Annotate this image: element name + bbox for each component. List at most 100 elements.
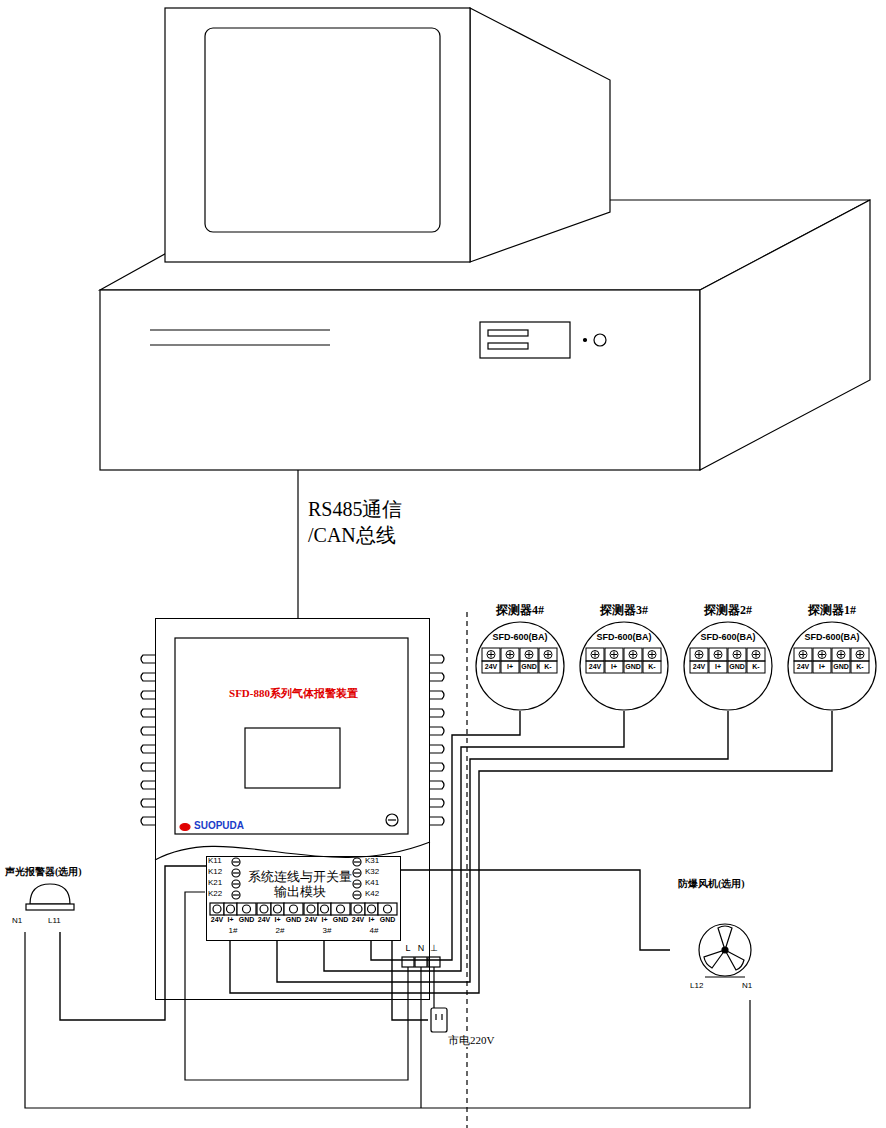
screw xyxy=(243,905,251,913)
screw xyxy=(354,905,362,913)
label-cell xyxy=(747,661,765,673)
terminal-label: N1 xyxy=(742,982,752,991)
terminal-cell xyxy=(539,648,557,661)
label-cell xyxy=(482,661,500,673)
label-cell xyxy=(690,661,708,673)
terminal-label: I+ xyxy=(271,916,284,924)
terminal-label: K- xyxy=(539,663,557,671)
terminal-label: 24V xyxy=(304,916,318,924)
terminal-label: 24V xyxy=(586,663,604,671)
terminal-cell xyxy=(690,648,708,661)
node-subtitle: SFD-600(BA) xyxy=(797,632,867,642)
terminal-label: 24V xyxy=(210,916,224,924)
node-subtitle: SFD-600(BA) xyxy=(485,632,555,642)
fin xyxy=(141,817,155,825)
terminal-cell xyxy=(482,648,500,661)
terminal-label: 24V xyxy=(690,663,708,671)
terminal-label: L12 xyxy=(690,982,703,991)
node-title: 防爆风机(选用) xyxy=(678,878,788,890)
fin xyxy=(141,691,155,699)
terminal-cell xyxy=(586,648,604,661)
terminal-label: 24V xyxy=(257,916,271,924)
monitor-side xyxy=(470,8,610,262)
terminal-label: GND xyxy=(728,663,746,671)
wire-connector xyxy=(324,711,624,971)
terminal-cell xyxy=(318,903,331,915)
screw-cross xyxy=(819,652,825,658)
terminal-cell xyxy=(351,903,365,915)
terminal-cell xyxy=(605,648,623,661)
mains-plug xyxy=(431,1008,447,1032)
screw xyxy=(353,858,361,866)
screw-slot xyxy=(354,872,360,873)
terminal-label: I+ xyxy=(709,663,727,671)
fin xyxy=(141,745,155,753)
terminal-label: K21 xyxy=(208,879,222,888)
screw xyxy=(321,905,329,913)
terminal-cell xyxy=(331,903,350,915)
node-subtitle: SFD-600(BA) xyxy=(693,632,763,642)
computer-side xyxy=(700,200,870,470)
screw-cross xyxy=(753,652,759,658)
bus-cable xyxy=(297,470,298,618)
alarm-base xyxy=(26,904,74,910)
screw xyxy=(648,651,656,659)
fin xyxy=(430,655,444,663)
wire-connector xyxy=(401,870,670,950)
wire-connector xyxy=(392,941,428,1020)
terminal-label: K41 xyxy=(365,879,379,888)
gas-detector: 探测器2#SFD-600(BA) xyxy=(680,604,776,711)
terminal-label: GND xyxy=(237,916,256,924)
terminal-cell xyxy=(709,648,727,661)
terminal-label: GND xyxy=(624,663,642,671)
screw-slot xyxy=(354,861,360,862)
label-cell xyxy=(605,661,623,673)
detector-outline xyxy=(472,604,568,711)
terminal-cell xyxy=(304,903,318,915)
node-title: SFD-880系列气体报警装置 xyxy=(176,687,411,700)
label-cell xyxy=(832,661,850,673)
screw xyxy=(353,880,361,888)
fan-mount xyxy=(705,976,745,977)
plug-pin xyxy=(441,1014,442,1020)
terminal-label: K42 xyxy=(365,890,379,899)
terminal-label: K11 xyxy=(208,857,222,866)
mains-supply: 市电220V xyxy=(428,1004,508,1054)
screw xyxy=(629,651,637,659)
terminal-label: L xyxy=(402,944,414,954)
screw-slot xyxy=(354,894,360,895)
label-cell xyxy=(539,661,557,673)
terminal-label: 24V xyxy=(351,916,365,924)
terminal-label: K- xyxy=(643,663,661,671)
terminal-cell xyxy=(378,903,397,915)
screw xyxy=(260,905,268,913)
screw xyxy=(227,905,235,913)
screw xyxy=(307,905,315,913)
terminal-label: ⊥ xyxy=(428,944,440,954)
wire-connector xyxy=(60,866,206,1020)
panel-line xyxy=(150,329,330,330)
fin xyxy=(430,691,444,699)
terminal-label: K31 xyxy=(365,857,379,866)
terminal-cell xyxy=(237,903,256,915)
alarm-dome xyxy=(30,884,70,904)
terminal-cell xyxy=(624,648,642,661)
terminal-label: 3# xyxy=(304,927,350,936)
panel-wave xyxy=(155,842,430,860)
label-cell xyxy=(501,661,519,673)
lcd-screen xyxy=(245,728,340,788)
bus-label: RS485通信 /CAN总线 xyxy=(308,496,433,548)
node-title: 声光报警器(选用) xyxy=(5,866,105,878)
terminal-L xyxy=(402,957,414,967)
screw-slot xyxy=(233,883,239,884)
relay-loop-wire xyxy=(185,892,408,1080)
plug-pin xyxy=(435,1014,436,1020)
terminal-N xyxy=(415,957,427,967)
detector-outline xyxy=(784,604,880,711)
terminal-label: 4# xyxy=(351,927,397,936)
label-cell xyxy=(728,661,746,673)
mains-wire xyxy=(433,967,434,1008)
screw xyxy=(856,651,864,659)
fin xyxy=(430,745,444,753)
